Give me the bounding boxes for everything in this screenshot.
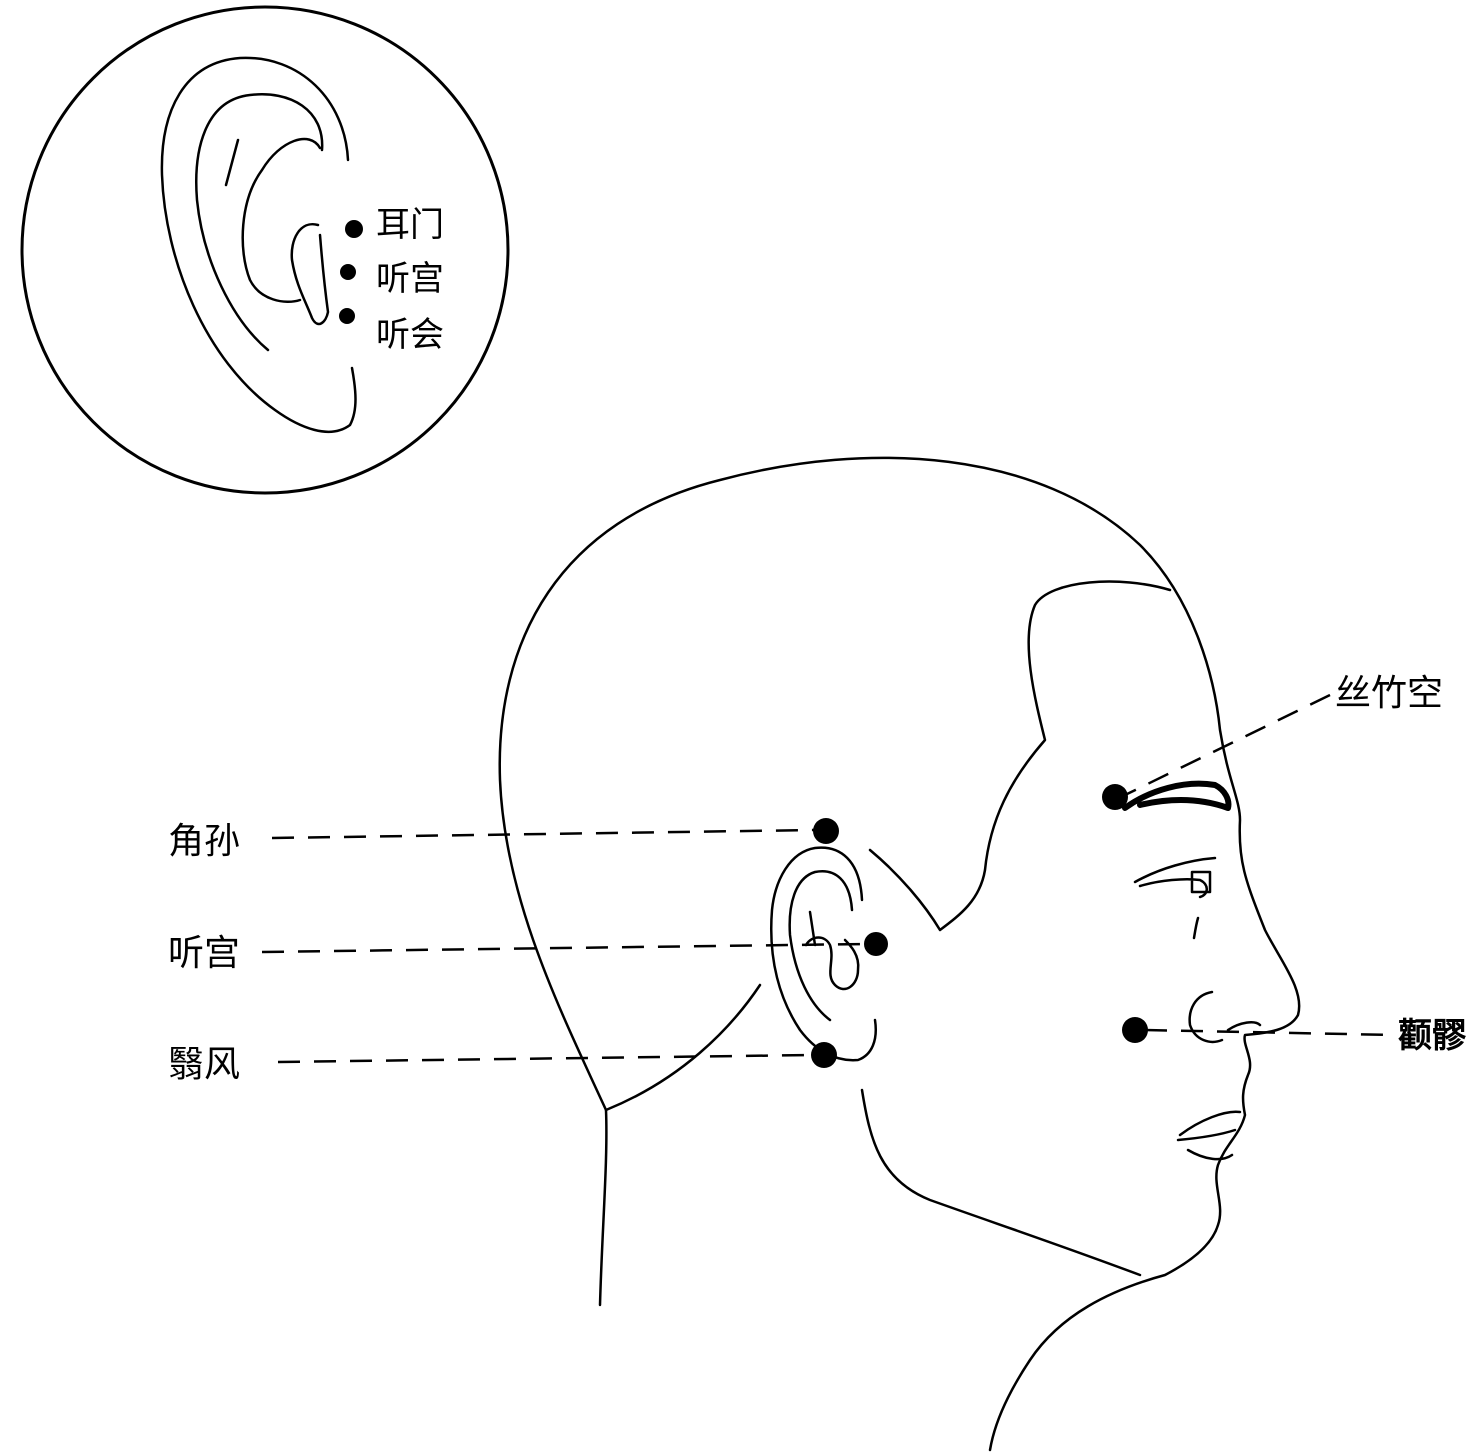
jaw-back-line xyxy=(606,985,760,1110)
head-ear-drawing xyxy=(771,848,876,1061)
eye xyxy=(1135,858,1215,938)
label-jiaosun: 角孙 xyxy=(168,821,240,862)
jawline xyxy=(862,1090,1140,1275)
leader-sizhukong xyxy=(1125,695,1330,795)
dot-quanliao xyxy=(1122,1017,1148,1043)
ear-inset: 耳门 听宫 听会 xyxy=(22,7,508,493)
label-sizhukong: 丝竹空 xyxy=(1335,673,1443,714)
head-labels: 角孙 听宫 翳风 丝竹空 颧髎 xyxy=(168,673,1466,1085)
dot-jiaosun xyxy=(813,818,839,844)
lips xyxy=(1178,1112,1240,1159)
leader-jiaosun xyxy=(272,830,815,838)
inset-label-ermen: 耳门 xyxy=(376,205,444,245)
head-outline xyxy=(500,458,1299,1450)
inset-label-tinghui: 听会 xyxy=(376,315,444,355)
leader-tinggong xyxy=(262,944,865,952)
dot-tinggong xyxy=(864,932,888,956)
inset-label-tinggong: 听宫 xyxy=(376,259,444,299)
dot-yifeng xyxy=(811,1042,837,1068)
inset-ear-drawing xyxy=(162,58,356,432)
dot-sizhukong xyxy=(1102,784,1128,810)
inset-dot-tinghui xyxy=(339,308,355,324)
label-tinggong: 听宫 xyxy=(168,933,240,974)
head-drawing xyxy=(500,458,1299,1450)
label-quanliao: 颧髎 xyxy=(1398,1016,1466,1056)
inset-points: 耳门 听宫 听会 xyxy=(339,205,444,355)
inset-circle xyxy=(22,7,508,493)
leader-yifeng xyxy=(278,1055,815,1062)
head-points xyxy=(811,784,1148,1068)
inset-dot-tinggong xyxy=(340,264,356,280)
eyebrow xyxy=(1125,784,1228,808)
inset-dot-ermen xyxy=(345,220,363,238)
label-yifeng: 翳风 xyxy=(168,1044,240,1085)
hairline xyxy=(870,582,1170,930)
